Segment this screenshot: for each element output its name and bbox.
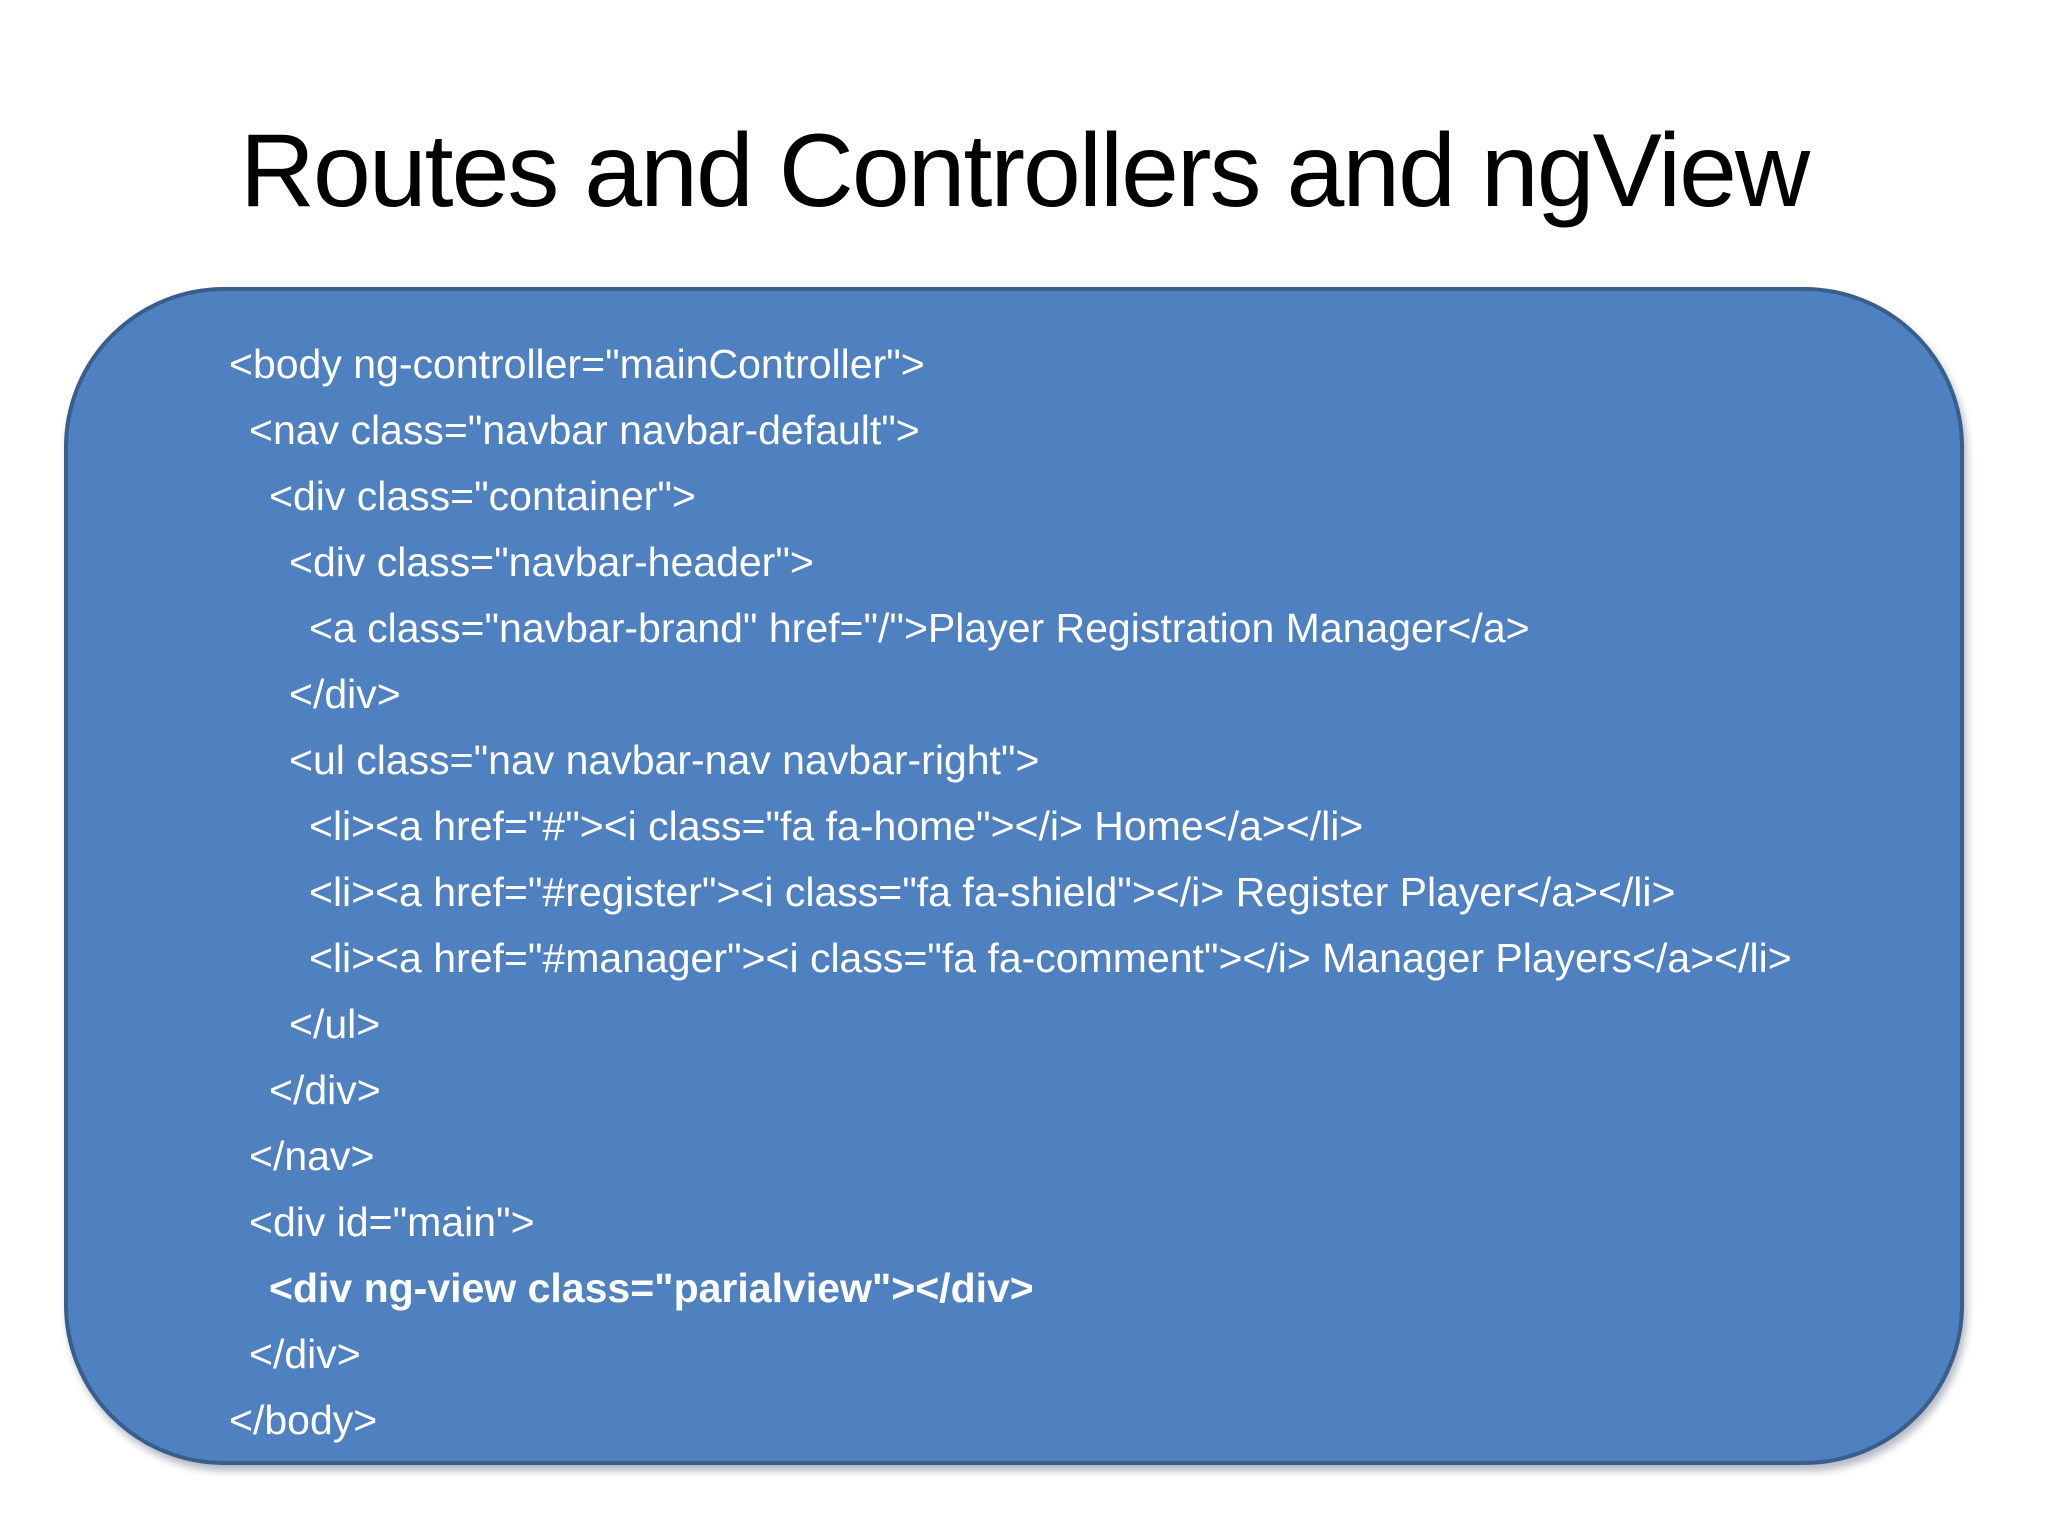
code-line: <li><a href="#register"><i class="fa fa-… xyxy=(309,869,1676,915)
code-line: </div> xyxy=(289,671,401,717)
code-line: <div class="container"> xyxy=(269,473,696,519)
code-panel: <body ng-controller="mainController"> <na… xyxy=(64,287,1964,1465)
code-line: </nav> xyxy=(249,1133,375,1179)
code-line: <li><a href="#"><i class="fa fa-home"></… xyxy=(309,803,1364,849)
code-line: <div ng-view class="parialview"></div> xyxy=(269,1265,1034,1311)
code-block: <body ng-controller="mainController"> <na… xyxy=(68,291,1960,1453)
code-line: <body ng-controller="mainController"> xyxy=(229,341,925,387)
slide-title: Routes and Controllers and ngView xyxy=(239,113,1810,229)
code-line: </div> xyxy=(249,1331,361,1377)
code-line: <div id="main"> xyxy=(249,1199,535,1245)
code-line: <nav class="navbar navbar-default"> xyxy=(249,407,920,453)
code-line: </div> xyxy=(269,1067,381,1113)
code-line: <li><a href="#manager"><i class="fa fa-c… xyxy=(309,935,1792,981)
code-line: <a class="navbar-brand" href="/">Player … xyxy=(309,605,1530,651)
code-line: </ul> xyxy=(289,1001,381,1047)
code-line: </body> xyxy=(229,1397,378,1443)
code-line: <ul class="nav navbar-nav navbar-right"> xyxy=(289,737,1040,783)
code-line: <div class="navbar-header"> xyxy=(289,539,814,585)
